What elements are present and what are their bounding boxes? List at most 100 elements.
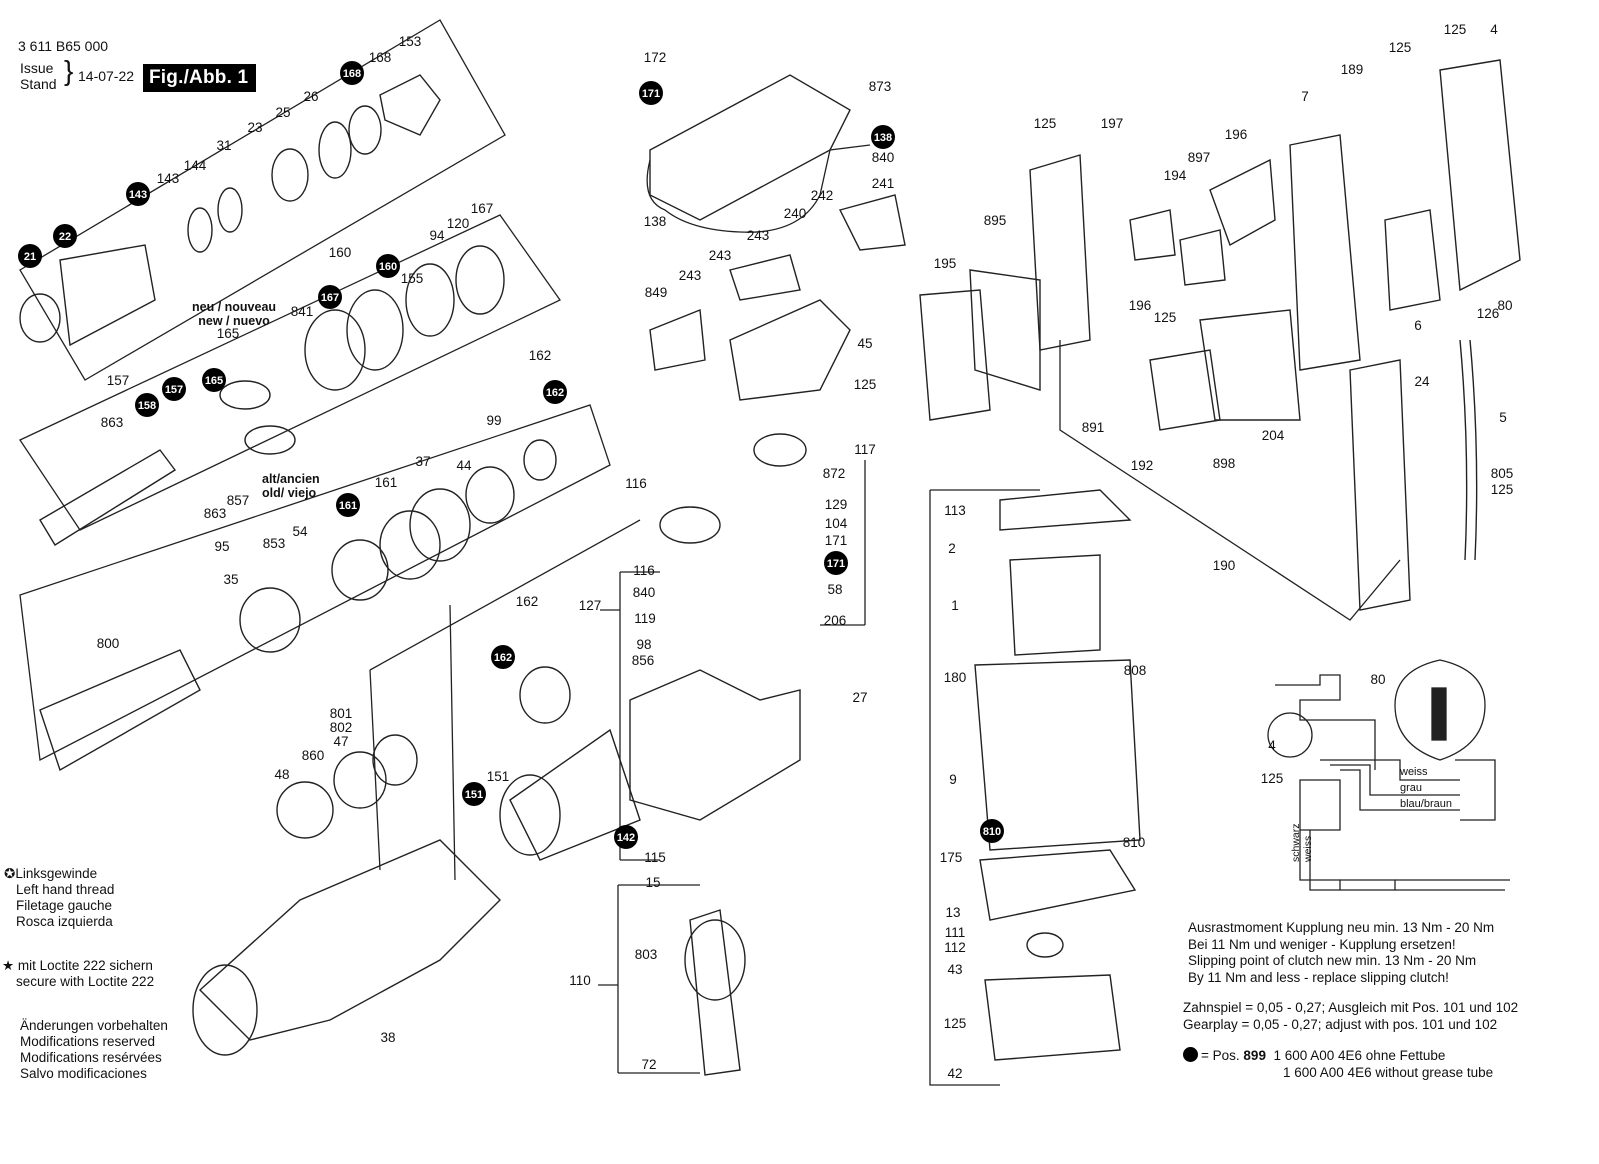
part-bullet-label: 143	[129, 189, 147, 201]
part-label: 161	[375, 475, 398, 490]
part-bullet	[18, 244, 42, 268]
part-label: 897	[1188, 150, 1211, 165]
part-bullet-label: 21	[24, 251, 36, 263]
part-label: 196	[1129, 298, 1152, 313]
part-label: 58	[827, 582, 842, 597]
part-label: 243	[679, 268, 702, 283]
part-label: 162	[529, 348, 552, 363]
group-outline-top	[19, 19, 506, 381]
part-shape	[1439, 59, 1521, 292]
part-shape	[729, 254, 801, 301]
part-label: 119	[634, 611, 656, 626]
part-shape	[333, 751, 387, 809]
part-label: 898	[1213, 456, 1236, 471]
part-bullet	[639, 81, 663, 105]
part-shape	[1209, 158, 1276, 247]
part-label: 27	[852, 690, 867, 705]
star-outline-icon: ✪	[4, 866, 16, 881]
part-label: 26	[303, 89, 318, 104]
part-label: 241	[872, 176, 895, 191]
part-bullet	[980, 819, 1004, 843]
wire-label-blau-braun: blau/braun	[1400, 798, 1452, 810]
part-label: 42	[947, 1066, 962, 1081]
part-label: 24	[1414, 374, 1430, 389]
part-label: 206	[824, 613, 847, 628]
part-label: 127	[579, 598, 602, 613]
part-shape	[217, 187, 243, 233]
seal-outline	[646, 144, 871, 233]
wire-label-weiss: weiss	[1400, 766, 1428, 778]
part-shape	[689, 909, 741, 1076]
part-bullet	[336, 493, 360, 517]
part-bullet	[462, 782, 486, 806]
part-label: 80	[1370, 672, 1385, 687]
part-label: 197	[1101, 116, 1124, 131]
part-label: 125	[1491, 482, 1514, 497]
part-bullet-label: 168	[343, 68, 361, 80]
group-outline-mid	[19, 214, 561, 531]
part-bullet-label: 162	[546, 387, 564, 399]
part-label: 808	[1124, 663, 1147, 678]
part-bullet-label: 167	[321, 292, 339, 304]
part-shape	[979, 849, 1137, 921]
part-shape	[684, 919, 746, 1001]
part-shape	[19, 293, 61, 343]
part-shape	[304, 309, 366, 391]
part-bullet	[543, 380, 567, 404]
part-label: 171	[825, 533, 848, 548]
part-label: 116	[633, 563, 655, 578]
part-bullet-label: 151	[465, 789, 483, 801]
part-shape	[465, 466, 515, 524]
group-outline-204	[1059, 340, 1401, 621]
group-outline-840	[600, 571, 660, 861]
bullet-icon	[1183, 1047, 1198, 1062]
part-shape	[405, 263, 455, 337]
part-label: 175	[940, 850, 963, 865]
part-label: 72	[641, 1057, 656, 1072]
part-label: 151	[487, 769, 510, 784]
part-shape	[372, 734, 418, 786]
wire-label-weiss-vertical: weiss	[1302, 835, 1314, 862]
part-label: 117	[854, 442, 876, 457]
part-label: 120	[447, 216, 470, 231]
part-shape	[1029, 154, 1091, 351]
part-bullet	[871, 125, 895, 149]
part-label: 125	[1154, 310, 1177, 325]
part-shape	[59, 244, 156, 347]
stand-label: Stand	[20, 76, 57, 92]
part-label: 162	[516, 594, 539, 609]
part-label: 805	[1491, 466, 1514, 481]
part-label: 157	[107, 373, 130, 388]
part-label: 125	[1261, 771, 1284, 786]
group-outline-armature	[598, 884, 700, 1074]
part-shape	[919, 289, 991, 421]
part-shape	[187, 207, 213, 253]
part-shape	[346, 289, 404, 371]
part-shape	[39, 649, 201, 772]
part-label: 23	[247, 120, 262, 135]
part-label: 863	[204, 506, 227, 521]
part-shape	[192, 964, 258, 1056]
part-shape	[974, 659, 1141, 851]
part-shape	[509, 728, 641, 861]
part-shape	[318, 121, 352, 179]
part-label: 95	[214, 539, 229, 554]
part-label: 190	[1213, 558, 1236, 573]
clutch-note: Ausrastmoment Kupplung neu min. 13 Nm - …	[1188, 920, 1495, 985]
part-label: 125	[854, 377, 877, 392]
part-label: 9	[949, 772, 957, 787]
part-label: 113	[944, 503, 966, 518]
doc-number: 3 611 B65 000	[18, 38, 109, 54]
part-shape	[499, 774, 561, 856]
part-label: 242	[811, 188, 834, 203]
part-bullet	[824, 551, 848, 575]
part-shape	[198, 839, 501, 1041]
part-label: 13	[945, 905, 960, 920]
group-outline-motor	[929, 489, 1040, 1086]
part-label: 243	[747, 228, 770, 243]
part-shape	[753, 433, 807, 467]
part-label: 5	[1499, 410, 1507, 425]
part-label: 872	[823, 466, 846, 481]
part-label: 840	[633, 585, 656, 600]
